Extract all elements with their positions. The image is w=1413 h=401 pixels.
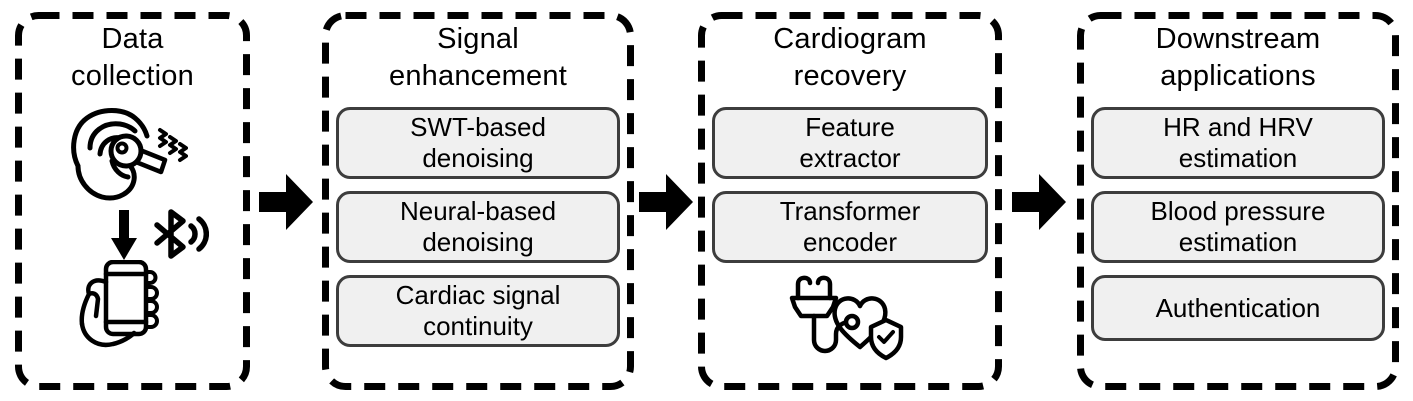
- stethoscope-heart-shield-icon: [789, 275, 904, 361]
- pipeline-step: Blood pressure estimation: [1091, 191, 1385, 263]
- hand-holding-phone-icon: [79, 260, 159, 348]
- flow-arrow-icon: [1012, 174, 1066, 230]
- pipeline-step: Authentication: [1091, 275, 1385, 341]
- pipeline-step: Feature extractor: [712, 107, 988, 179]
- bluetooth-icon: [154, 209, 209, 259]
- pipeline-step: HR and HRV estimation: [1091, 107, 1385, 179]
- pipeline-step: Transformer encoder: [712, 191, 988, 263]
- panel-cardiogram-recovery: Cardiogram recovery Feature extractor Tr…: [698, 12, 1002, 390]
- flow-arrow-icon: [259, 174, 313, 230]
- panel-title: Signal enhancement: [389, 23, 567, 92]
- earbud-in-ear-icon: [71, 108, 188, 201]
- down-arrow-icon: [111, 210, 137, 260]
- panel-title: Data collection: [71, 23, 194, 92]
- panel-signal-enhancement: Signal enhancement SWT-based denoising N…: [322, 12, 634, 390]
- panel-title: Cardiogram recovery: [773, 23, 927, 92]
- panel-downstream-applications: Downstream applications HR and HRV estim…: [1077, 12, 1399, 390]
- panel-title: Downstream applications: [1155, 23, 1321, 92]
- pipeline-step: Cardiac signal continuity: [336, 275, 620, 347]
- panel-data-collection: Data collection: [15, 12, 250, 390]
- flow-arrow-icon: [639, 174, 693, 230]
- pipeline-step: SWT-based denoising: [336, 107, 620, 179]
- pipeline-step: Neural-based denoising: [336, 191, 620, 263]
